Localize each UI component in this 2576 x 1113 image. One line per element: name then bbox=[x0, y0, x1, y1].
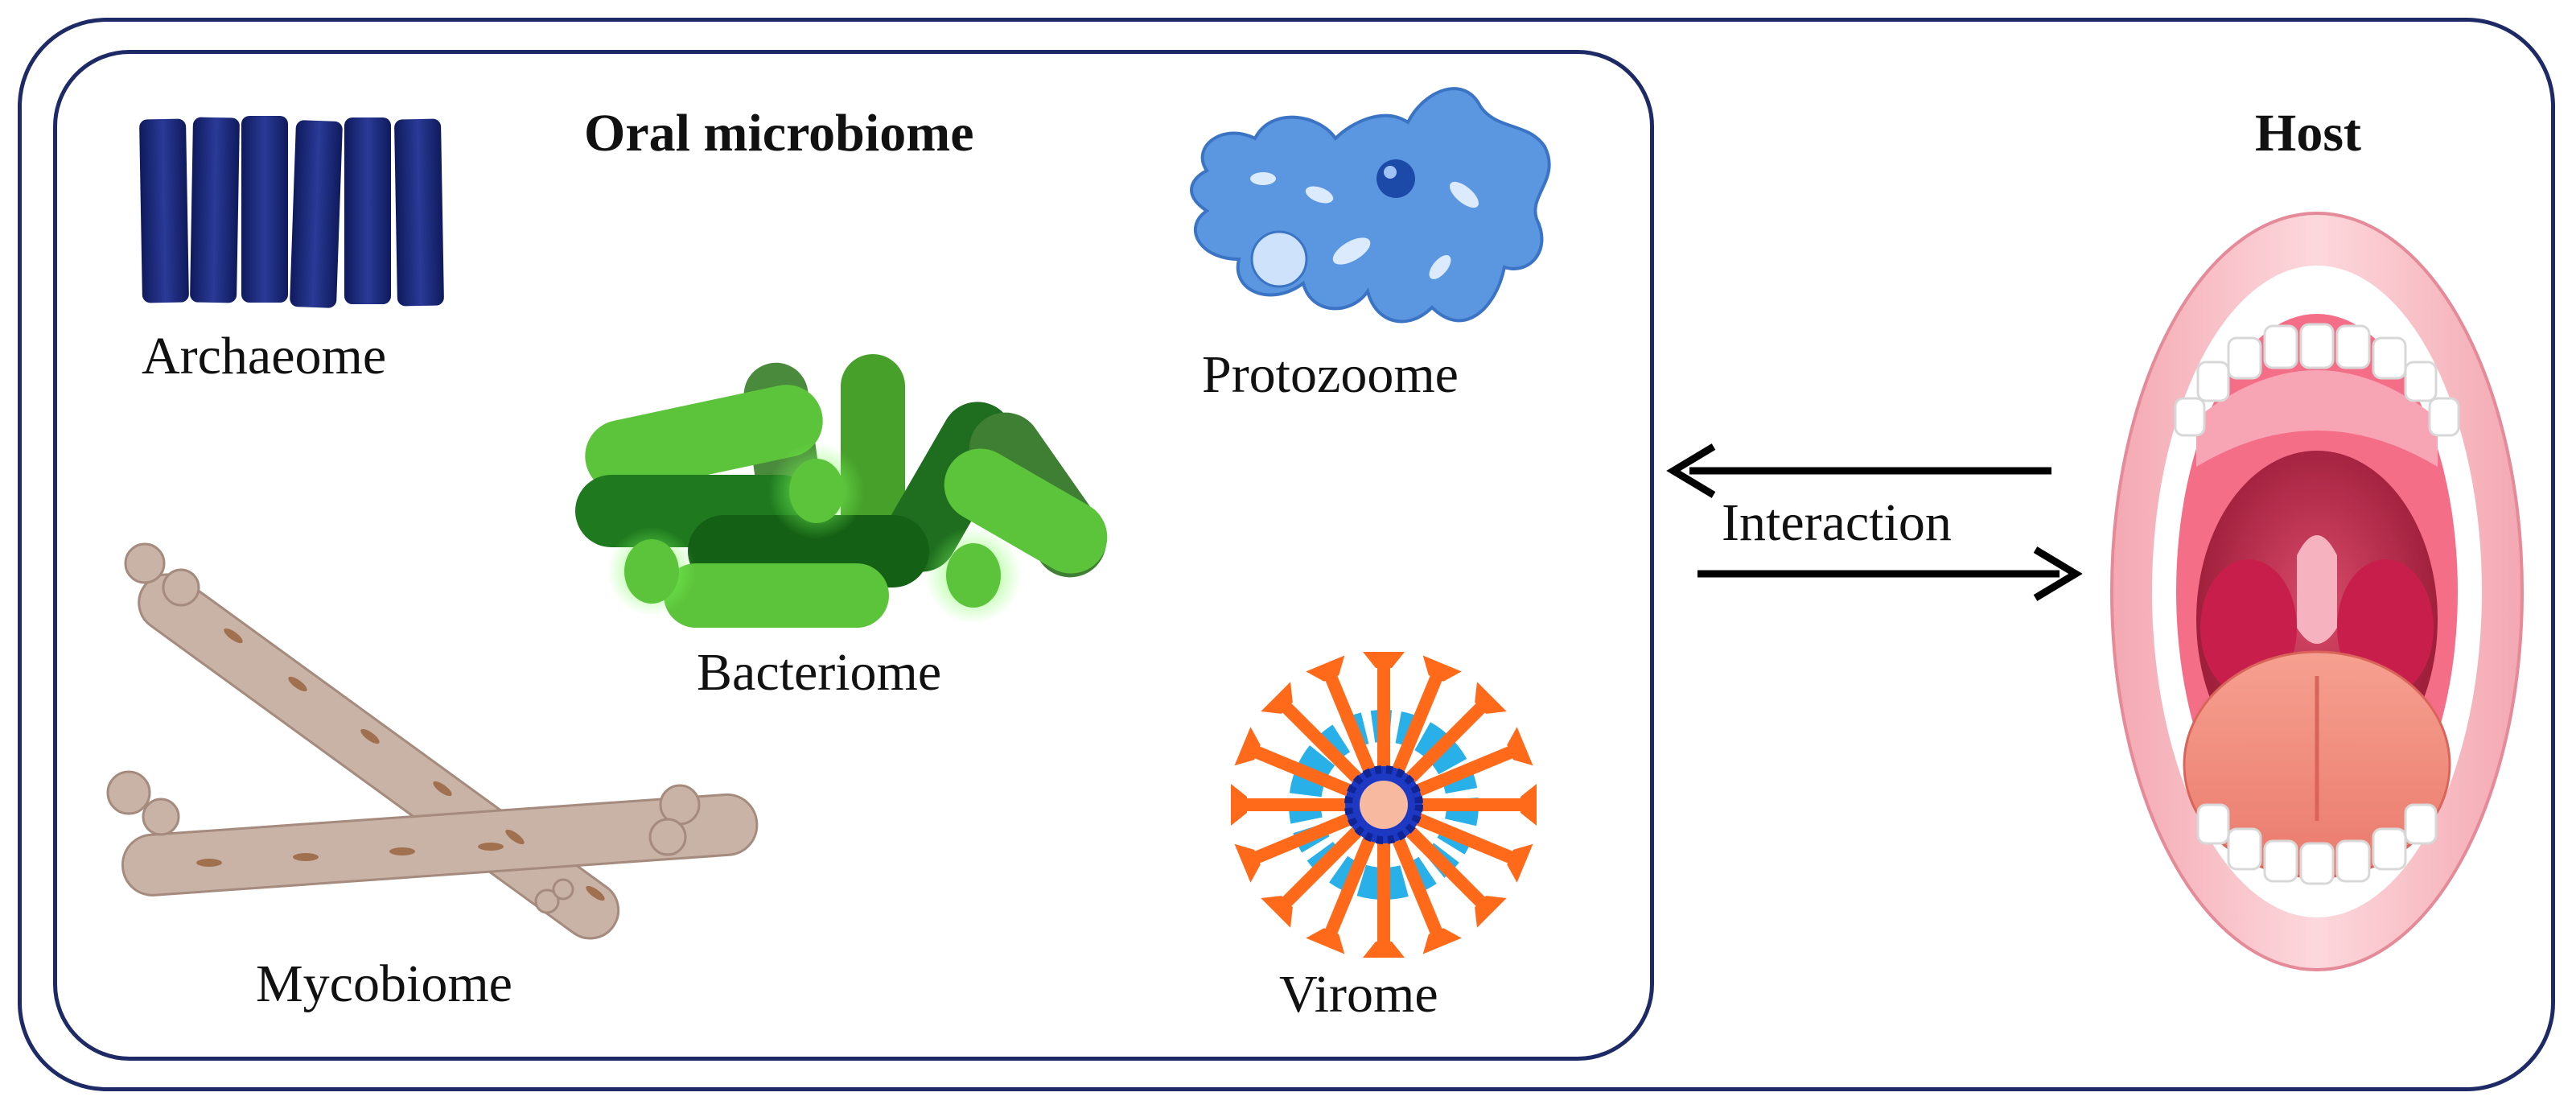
protozoome-label: Protozoome bbox=[1202, 345, 1459, 404]
virome-label: Virome bbox=[1279, 965, 1438, 1024]
virus-illustration bbox=[1231, 652, 1537, 958]
archaeome-label: Archaeome bbox=[142, 327, 387, 385]
protozoa-illustration bbox=[1190, 87, 1551, 324]
host-title: Host bbox=[2255, 104, 2361, 163]
archaea-illustration bbox=[139, 116, 444, 308]
fungi-illustration bbox=[106, 542, 759, 940]
bacteriome-label: Bacteriome bbox=[697, 643, 942, 702]
bacteria-illustration bbox=[575, 354, 1108, 628]
mouth-illustration bbox=[2110, 212, 2524, 971]
oral-microbiome-box bbox=[53, 50, 1654, 1061]
interaction-label: Interaction bbox=[1722, 493, 1952, 552]
host-boundary bbox=[18, 18, 2555, 1091]
oral-microbiome-title: Oral microbiome bbox=[584, 104, 974, 163]
interaction-arrows bbox=[1666, 443, 2083, 601]
mycobiome-label: Mycobiome bbox=[256, 954, 512, 1013]
